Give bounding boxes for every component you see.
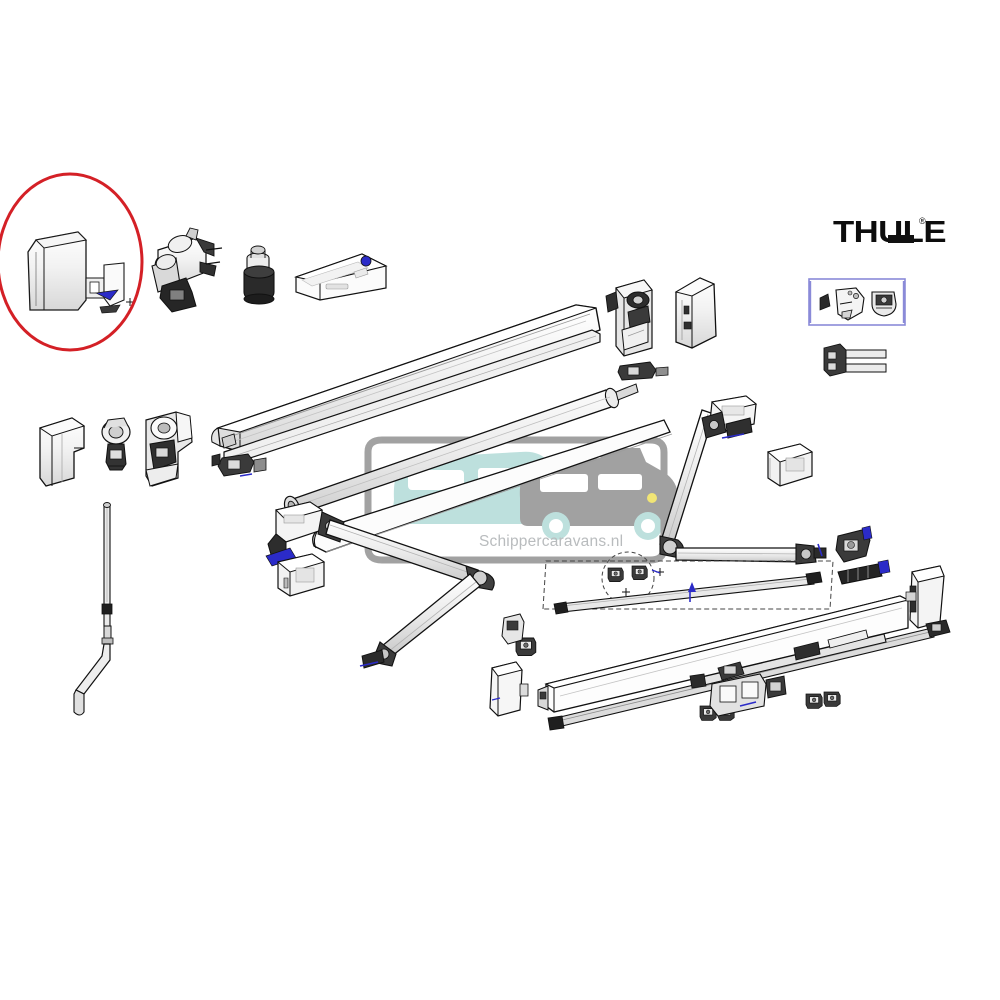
part-slider-block: [709, 673, 787, 717]
red-highlight-circle: [0, 172, 144, 352]
callout-dashed-circle-clips: [601, 551, 664, 605]
part-end-cap-left-bracket: [94, 262, 134, 314]
part-motor-assembly: [151, 227, 223, 313]
part-connector-pin-left: [217, 453, 267, 477]
part-motor-cylinder: [243, 245, 275, 305]
part-awning-housing-case: [211, 304, 601, 465]
part-connector-pin-upper: [617, 361, 669, 381]
part-bolt-set: [835, 525, 891, 585]
part-end-cap-lower-left: [38, 417, 86, 487]
part-arm-cover-cap-right: [766, 443, 814, 487]
callout-blue-box-detail: [808, 278, 906, 326]
part-gearbox-bracket: [605, 279, 653, 357]
part-articulated-arm-left: [325, 519, 495, 669]
part-pivot-knuckle: [101, 417, 131, 471]
part-end-cap-left-highlighted: [27, 231, 105, 311]
part-end-cap-right: [674, 277, 717, 349]
part-arm-shoulder-bracket: [145, 411, 193, 487]
part-adapter-rail-pair: [823, 343, 887, 377]
part-tension-rod-middle: [689, 629, 887, 689]
watermark-text: Schippercaravans.nl: [479, 533, 624, 550]
part-connector-pin-lower-left: [211, 453, 221, 467]
registered-trademark-icon: ®: [919, 216, 926, 226]
part-rail-end-cap-left: [489, 661, 529, 717]
thule-logo: THULE ®: [833, 216, 946, 250]
part-arm-mount-right: [701, 395, 758, 439]
part-articulated-arm-right: [659, 409, 827, 565]
part-control-box: [293, 253, 388, 301]
part-crank-handle: [73, 502, 114, 716]
thule-underbar: [888, 235, 914, 243]
part-arm-mount-left: [265, 501, 345, 567]
part-tension-rod-upper: [553, 571, 823, 615]
part-arm-cover-cap-left: [276, 553, 326, 597]
part-lead-rail-end-cap: [905, 565, 945, 629]
callout-dashed-rect-rod: [542, 560, 834, 610]
part-lead-rail: [537, 595, 910, 713]
part-fabric-clip-mid: [501, 613, 525, 645]
blue-led-indicator: [360, 255, 372, 267]
